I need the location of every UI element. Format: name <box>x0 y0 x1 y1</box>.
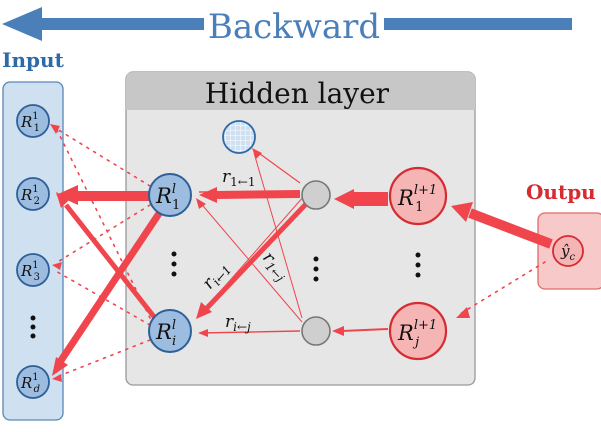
gray-node-top <box>301 180 331 210</box>
hidden-middle-ellipsis <box>313 256 319 282</box>
arrow-rjl1-to-gray-shaft <box>341 328 389 332</box>
output-label-yc: ŷc <box>560 242 575 263</box>
input-ellipsis <box>30 315 36 339</box>
arrow-r1l1-to-gray-head <box>334 189 354 209</box>
input-node-rd1 <box>16 365 50 399</box>
arrow-r1l-to-r21-head <box>56 185 78 205</box>
thick-red-arrows <box>50 124 553 382</box>
arrow-output-to-r1l1-shaft <box>468 208 553 249</box>
input-node-r21 <box>16 177 50 211</box>
arrow-gray-to-r1l-shaft <box>214 190 301 199</box>
dotted-i-d <box>53 339 151 379</box>
backward-arrow <box>2 7 572 41</box>
label-r-i-j: ri←j <box>225 312 251 334</box>
grid-node <box>222 120 256 154</box>
input-node-r11 <box>16 104 50 138</box>
hidden-node-rjl1 <box>388 301 448 361</box>
hidden-right-ellipsis <box>415 252 421 278</box>
arrow-rjl1-to-gray-head <box>332 326 344 336</box>
arrowhead-rd1 <box>52 374 62 382</box>
hidden-node-r1l <box>148 173 192 217</box>
gray-node-bottom <box>301 316 331 346</box>
arrow-output-to-r1l1-head <box>451 202 473 222</box>
arrow-gray-to-r1l-head <box>199 187 217 203</box>
output-panel-title: Outpu <box>526 180 596 204</box>
label-r-1-1: r1←1 <box>222 167 255 189</box>
arrow-ril-to-r21-shaft <box>64 203 157 320</box>
flow-rij-line <box>199 330 301 334</box>
output-node-yc <box>552 235 584 267</box>
backward-title: Backward <box>208 7 380 47</box>
hidden-node-ril <box>148 309 192 353</box>
input-node-r31 <box>16 253 50 287</box>
input-panel-title: Input <box>2 48 64 72</box>
input-panel <box>2 81 64 421</box>
hidden-left-ellipsis <box>171 251 177 277</box>
input-nodes <box>16 104 50 399</box>
arrowhead-r1l-from-r1j <box>196 198 206 209</box>
hidden-layer-title: Hidden layer <box>205 77 390 110</box>
arrowhead-rij <box>198 329 208 337</box>
dotted-output-to-right <box>459 261 546 315</box>
flow-to-grid-node-1 <box>255 150 301 184</box>
hidden-layer-header-bar <box>126 72 475 110</box>
backward-arrow-shaft-left <box>40 18 204 30</box>
backward-arrow-head <box>2 7 42 41</box>
ellipsis-dots <box>30 251 421 339</box>
dotted-1-1 <box>51 125 151 187</box>
arrow-output-to-rjl1-head <box>456 307 470 318</box>
arrow-r1l-to-rd1-shaft <box>57 210 163 364</box>
dotted-1-3 <box>55 204 151 264</box>
arrow-r1l-to-rd1-head <box>52 357 68 376</box>
dotted-i-1 <box>55 127 151 319</box>
arrow-gray-to-ril-shaft <box>204 202 308 311</box>
backward-arrow-shaft-right <box>384 18 572 30</box>
arrowhead-r11 <box>50 124 60 134</box>
arrowhead-r31 <box>52 262 62 270</box>
hidden-node-r1l1 <box>388 166 448 226</box>
arrowhead-grid <box>252 148 262 159</box>
arrow-ril-to-r21-head <box>56 192 70 208</box>
arrow-gray-to-ril-head <box>196 302 212 319</box>
